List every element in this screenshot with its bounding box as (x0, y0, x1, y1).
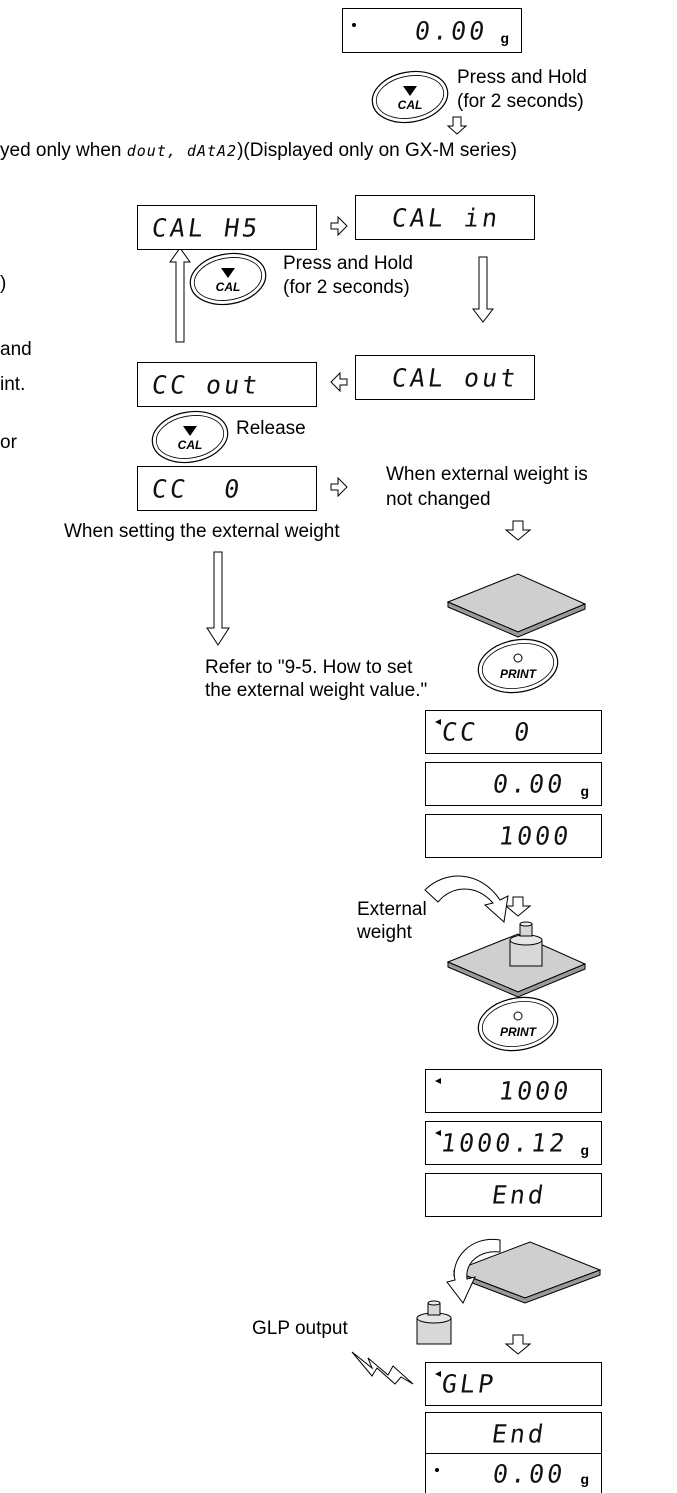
unit-g: g (580, 783, 589, 799)
down-arrow-1000 (504, 896, 532, 917)
down-arrow-top (446, 116, 468, 135)
display-cal-his-value: CAL H5 (149, 213, 263, 242)
unit-g: g (580, 1471, 589, 1487)
external-label-2: weight (357, 922, 412, 943)
display-cc-out-value: CC out (149, 370, 263, 399)
display-zero-2: 0.00 g (425, 762, 602, 806)
display-end-1-value: End (489, 1180, 549, 1210)
partial-header-prefix: yed only when (0, 140, 127, 161)
cal-key-menu-label: CAL (215, 280, 241, 294)
display-cc-0-value: CC 0 (149, 474, 245, 503)
menu-press-hold-2: (for 2 seconds) (283, 277, 410, 298)
display-end-1: End (425, 1173, 602, 1217)
glp-output-label: GLP output (252, 1318, 348, 1339)
display-1000-b: 1000 (425, 1069, 602, 1113)
refer-line-1: Refer to "9-5. How to set (205, 657, 413, 678)
display-bottom-zero-value: 0.00 (490, 1459, 568, 1488)
display-zero-2-value: 0.00 (490, 769, 568, 799)
when-setting-external: When setting the external weight (64, 521, 340, 542)
external-label-1: External (357, 899, 427, 920)
cal-key-release[interactable]: CAL (150, 410, 230, 464)
print-key-2-label: PRINT (500, 1025, 536, 1039)
down-arrow-setting (206, 551, 230, 646)
display-top-zero: 0.00 g (342, 8, 522, 53)
display-cal-in-value: CAL in (389, 203, 503, 232)
display-1000: 1000 (425, 814, 602, 858)
up-arrow-left (169, 247, 191, 343)
display-1000-12-value: 1000.12 (438, 1128, 570, 1158)
stable-indicator (435, 1468, 439, 1472)
unit-g: g (500, 30, 509, 46)
external-weight-icon (509, 921, 543, 967)
unit-g: g (580, 1142, 589, 1158)
cal-key-release-label: CAL (177, 438, 203, 452)
right-arrow-1 (330, 215, 348, 237)
top-press-hold-1: Press and Hold (457, 67, 587, 88)
print-key-2[interactable]: PRINT (476, 996, 560, 1052)
indicator-mark (435, 1130, 441, 1136)
display-1000-value: 1000 (496, 821, 574, 851)
refer-line-2: the external weight value." (205, 680, 428, 701)
release-label: Release (236, 418, 306, 439)
down-arrow-glp (504, 1334, 532, 1355)
partial-header-suffix: )(Displayed only on GX-M series) (237, 140, 517, 161)
left-fragment-4: or (0, 432, 17, 453)
curved-arrow-place-icon (424, 875, 509, 923)
display-end-2: End (425, 1412, 602, 1456)
display-cal-his: CAL H5 (137, 205, 317, 250)
curved-arrow-remove-icon (446, 1238, 501, 1304)
print-key-1-label: PRINT (500, 667, 536, 681)
display-cc-0-right-value: CC 0 (439, 717, 535, 747)
stable-indicator (352, 23, 356, 27)
partial-header-seg: dout, dAtA2 (126, 142, 238, 160)
menu-press-hold-1: Press and Hold (283, 253, 413, 274)
display-bottom-zero: 0.00 g (425, 1453, 602, 1493)
display-cal-out: CAL out (355, 355, 535, 400)
weighing-pan-1-icon (446, 573, 587, 638)
print-key-1[interactable]: PRINT (476, 638, 560, 694)
display-glp: GLP (425, 1362, 602, 1406)
top-press-hold-2: (for 2 seconds) (457, 91, 584, 112)
left-arrow-1 (330, 371, 348, 393)
cal-key-top[interactable]: CAL (370, 70, 450, 124)
cal-key-menu[interactable]: CAL (188, 252, 268, 306)
indicator-mark (435, 719, 441, 725)
display-top-zero-value: 0.00 (412, 16, 490, 45)
display-cc-out: CC out (137, 362, 317, 407)
external-not-changed-1: When external weight is (386, 464, 588, 485)
cal-key-label: CAL (397, 98, 423, 112)
left-fragment-2: and (0, 339, 32, 360)
external-not-changed-2: not changed (386, 489, 491, 510)
display-cal-in: CAL in (355, 195, 535, 240)
partial-header: yed only when dout, dAtA2)(Displayed onl… (0, 140, 517, 162)
glp-output-arrow-icon (351, 1351, 414, 1385)
left-fragment-3: int. (0, 374, 26, 395)
display-cal-out-value: CAL out (389, 363, 521, 392)
display-end-2-value: End (489, 1419, 549, 1449)
display-1000-b-value: 1000 (496, 1076, 574, 1106)
down-arrow-right (471, 256, 495, 323)
right-arrow-2 (330, 476, 348, 498)
left-fragment-1: ) (0, 273, 7, 294)
removed-weight-icon (416, 1300, 452, 1345)
down-arrow-notchanged (504, 520, 532, 541)
indicator-mark (435, 1078, 441, 1084)
indicator-mark (435, 1371, 441, 1377)
display-cc-0-right: CC 0 (425, 710, 602, 754)
display-cc-0: CC 0 (137, 466, 317, 511)
display-1000-12: 1000.12 g (425, 1121, 602, 1165)
display-glp-value: GLP (439, 1369, 499, 1399)
